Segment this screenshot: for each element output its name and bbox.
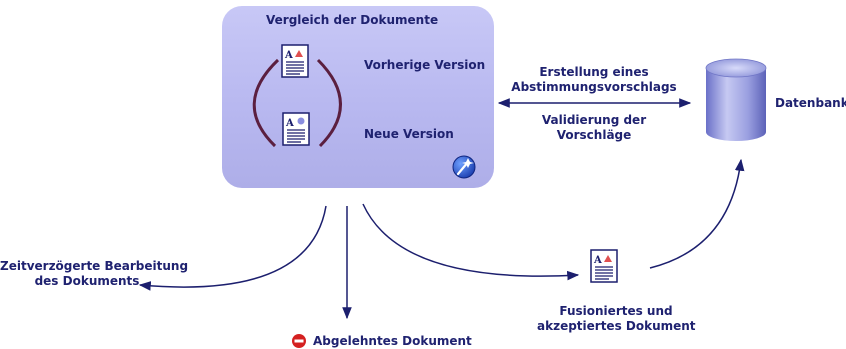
deferred-arrow <box>138 205 327 291</box>
reject-icon <box>292 334 306 348</box>
rejected-label: Abgelehntes Dokument <box>313 334 472 348</box>
database-icon <box>705 58 767 141</box>
svg-text:A: A <box>284 50 293 61</box>
database-label: Datenbank <box>775 96 846 110</box>
deferred-line-2: des Dokuments <box>34 274 140 288</box>
comparison-title: Vergleich der Dokumente <box>266 13 439 27</box>
validation-line-2: Vorschläge <box>556 128 632 142</box>
document-icon: A <box>590 249 618 283</box>
new-version-label: Neue Version <box>364 127 454 141</box>
previous-version-label: Vorherige Version <box>364 58 486 72</box>
merged-line-2: akzeptiertes Dokument <box>537 319 696 333</box>
comparison-box <box>222 6 494 188</box>
svg-text:A: A <box>285 118 294 129</box>
document-icon: A <box>282 112 310 146</box>
to-database-arrow <box>649 158 745 269</box>
wizard-icon <box>452 155 476 179</box>
cycle-icon <box>252 58 342 148</box>
proposal-label: Erstellung eines Abstimmungsvorschlags <box>498 65 690 95</box>
merged-line-1: Fusioniertes und <box>559 304 673 318</box>
proposal-line-1: Erstellung eines <box>539 65 649 79</box>
deferred-line-1: Zeitverzögerte Bearbeitung <box>0 259 189 273</box>
document-icon: A <box>281 44 309 78</box>
merged-label: Fusioniertes und akzeptiertes Dokument <box>537 304 696 334</box>
validation-label: Validierung der Vorschläge <box>510 113 678 143</box>
proposal-line-2: Abstimmungsvorschlags <box>511 80 677 94</box>
deferred-label: Zeitverzögerte Bearbeitung des Dokuments <box>0 259 189 289</box>
svg-text:A: A <box>593 255 602 266</box>
merged-arrow <box>362 203 580 281</box>
validation-line-1: Validierung der <box>541 113 647 127</box>
